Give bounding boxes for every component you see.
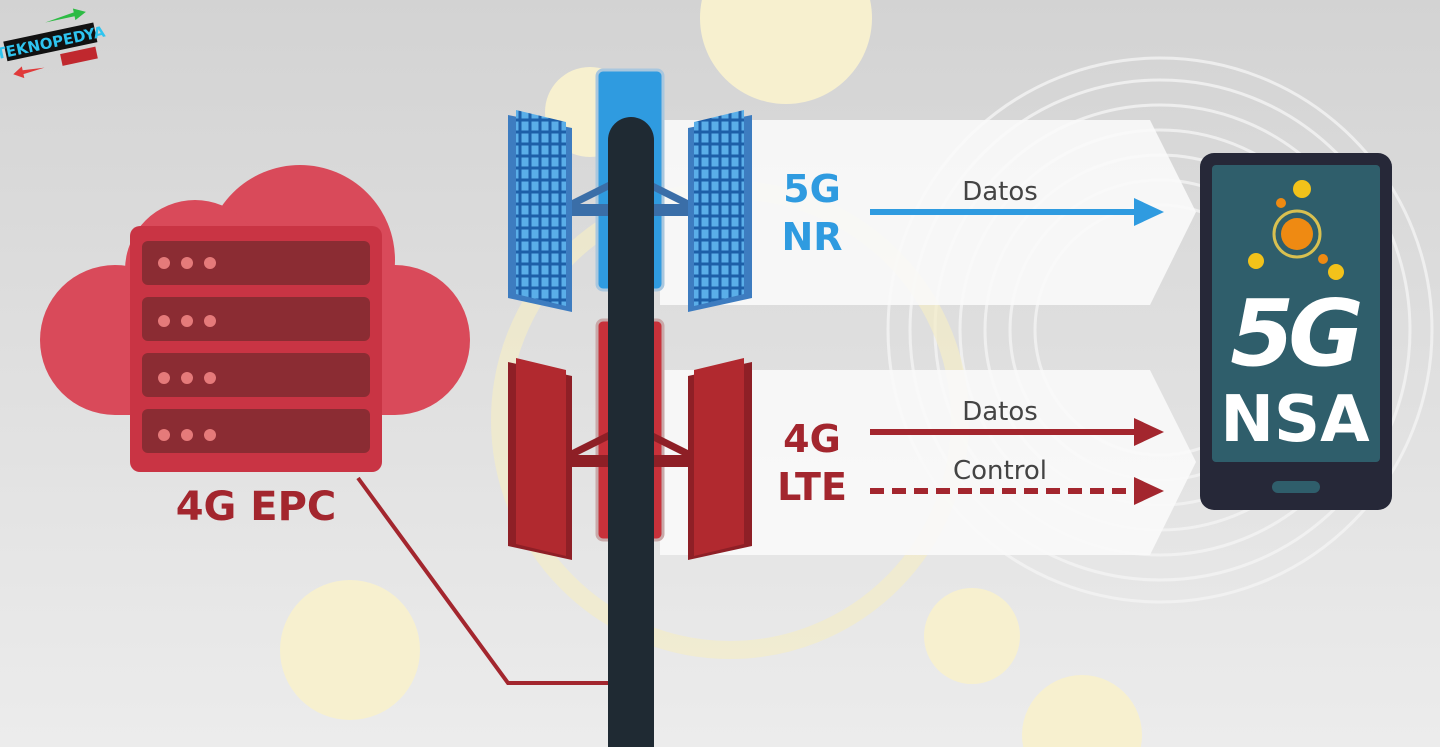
lte-label-line1: 4G xyxy=(783,417,841,461)
phone-icon: 5G NSA xyxy=(1200,153,1392,510)
lte-control-arrow xyxy=(870,477,1164,505)
lte-data-arrow xyxy=(870,418,1164,446)
signal-sun-icon xyxy=(1248,180,1344,280)
lte-antenna-right xyxy=(688,358,752,560)
lte-label-line2: LTE xyxy=(777,465,847,509)
nr-antenna-right xyxy=(688,110,752,312)
lte-mount xyxy=(572,430,688,467)
phone-nsa-text: NSA xyxy=(1220,383,1370,457)
phone-5g-text: 5G xyxy=(1230,280,1360,387)
lte-band xyxy=(660,370,1196,555)
server-icon xyxy=(130,226,382,472)
cell-tower xyxy=(508,68,752,747)
tower-pole xyxy=(608,117,654,747)
nr-data-arrow xyxy=(870,198,1164,226)
core-label: 4G EPC xyxy=(176,484,337,530)
phone-screen xyxy=(1212,165,1380,462)
backhaul-link xyxy=(356,476,612,685)
lte-antenna-left xyxy=(508,358,572,560)
phone-home-button xyxy=(1272,481,1320,493)
nr-label-line2: NR xyxy=(781,215,842,259)
nr-data-label: Datos xyxy=(962,177,1038,207)
nr-label-line1: 5G xyxy=(783,167,841,211)
lte-data-label: Datos xyxy=(962,397,1038,427)
lte-control-label: Control xyxy=(953,456,1047,486)
nr-antenna-left xyxy=(508,110,572,312)
